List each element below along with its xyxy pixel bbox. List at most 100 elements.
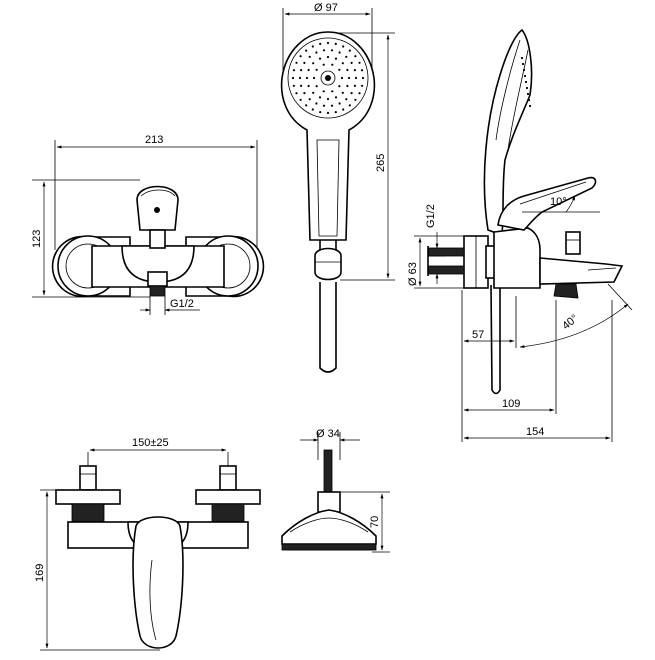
nozzle-dot bbox=[326, 111, 330, 115]
bottom-height-label: 169 bbox=[34, 564, 46, 582]
nozzle-dot bbox=[334, 57, 338, 60]
bottom-centers-label: 150±25 bbox=[132, 437, 169, 449]
side-depth-109-label: 109 bbox=[502, 398, 520, 410]
nozzle-dot bbox=[353, 69, 356, 72]
nozzle-dot bbox=[303, 92, 306, 95]
nozzle-dot bbox=[322, 49, 326, 52]
nozzle-dot bbox=[311, 108, 314, 111]
nozzle-dot bbox=[361, 69, 364, 72]
nozzle-dot bbox=[312, 91, 315, 94]
nozzle-dot bbox=[346, 68, 349, 72]
side-nozzle-dot bbox=[520, 56, 524, 60]
side-nozzle-dot bbox=[521, 62, 525, 66]
nozzle-dot bbox=[326, 97, 330, 101]
side-spray-face bbox=[520, 56, 532, 108]
nozzle-dot bbox=[348, 104, 351, 107]
shower-length-label: 265 bbox=[375, 154, 387, 172]
shower-diameter-label: Ø 97 bbox=[314, 2, 338, 14]
side-depth-57-label: 57 bbox=[472, 329, 484, 341]
nozzle-dot bbox=[305, 49, 308, 52]
side-thread-label: G1/2 bbox=[425, 204, 437, 228]
nozzle-dot bbox=[315, 102, 318, 105]
nozzle-dot bbox=[338, 51, 341, 54]
nozzle-dot bbox=[340, 76, 344, 80]
shower-side-diameter-label: Ø 34 bbox=[316, 428, 340, 440]
nozzle-dot bbox=[303, 61, 306, 64]
nozzle-dot bbox=[312, 76, 316, 80]
nozzle-dot bbox=[298, 76, 302, 80]
nozzle-dot bbox=[295, 61, 298, 64]
nozzle-dot bbox=[326, 41, 330, 45]
nozzle-dot bbox=[354, 55, 357, 58]
nozzle-dot bbox=[342, 108, 345, 111]
nozzle-dot bbox=[334, 42, 337, 46]
nozzle-dot bbox=[346, 84, 349, 88]
shower-side-height-label: 70 bbox=[369, 516, 381, 528]
hand-shower-side-view: Ø 34 70 bbox=[281, 428, 390, 553]
nozzle-dot bbox=[292, 69, 295, 72]
nozzle-dot bbox=[338, 85, 341, 88]
nozzle-dot bbox=[308, 98, 311, 101]
side-view: 10° G1/2 Ø 63 40° 57 109 154 bbox=[407, 28, 633, 442]
nozzle-dot bbox=[330, 49, 334, 52]
nozzle-dot bbox=[305, 76, 309, 80]
nozzle-dot bbox=[307, 84, 310, 88]
nozzle-dot bbox=[348, 49, 351, 52]
side-nozzle-dot bbox=[528, 104, 532, 108]
side-spout-angle-label: 40° bbox=[560, 312, 580, 332]
nozzle-dot bbox=[353, 84, 356, 87]
nozzle-dot bbox=[300, 84, 303, 87]
nozzle-dot bbox=[358, 61, 361, 64]
nozzle-dot bbox=[354, 98, 357, 101]
bottom-view: 150±25 169 bbox=[34, 437, 261, 651]
front-view: 213 123 G1/2 bbox=[31, 134, 265, 315]
side-nozzle-dot bbox=[527, 98, 531, 102]
nozzle-dot bbox=[347, 76, 351, 80]
nozzle-dot bbox=[350, 61, 353, 64]
hand-shower-front-view: Ø 97 265 bbox=[280, 2, 395, 373]
nozzle-dot bbox=[291, 76, 295, 80]
nozzle-dot bbox=[345, 98, 348, 101]
nozzle-dot bbox=[342, 45, 345, 48]
side-rosette-diameter-label: Ø 63 bbox=[407, 262, 419, 286]
nozzle-dot bbox=[331, 63, 334, 66]
nozzle-dot bbox=[341, 91, 344, 94]
front-thread-label: G1/2 bbox=[170, 298, 194, 310]
nozzle-dot bbox=[300, 69, 303, 72]
side-nozzle-dot bbox=[525, 86, 529, 90]
nozzle-dot bbox=[319, 111, 322, 114]
nozzle-dot bbox=[311, 45, 314, 48]
nozzle-dot bbox=[331, 90, 334, 93]
front-width-label: 213 bbox=[145, 134, 163, 146]
nozzle-dot bbox=[322, 104, 326, 107]
front-height-label: 123 bbox=[31, 230, 43, 248]
nozzle-dot bbox=[315, 68, 318, 71]
nozzle-dot bbox=[322, 63, 325, 66]
nozzle-dot bbox=[334, 111, 337, 114]
nozzle-dot bbox=[338, 102, 341, 105]
side-lever-angle-label: 10° bbox=[550, 196, 567, 208]
nozzle-dot bbox=[292, 84, 295, 87]
nozzle-dot bbox=[295, 92, 298, 95]
side-depth-154-label: 154 bbox=[526, 426, 544, 438]
nozzle-dot bbox=[319, 42, 322, 46]
side-nozzle-dot bbox=[523, 74, 527, 78]
side-nozzle-dot bbox=[524, 80, 528, 84]
nozzle-dot bbox=[299, 55, 302, 58]
nozzle-dot bbox=[318, 96, 322, 99]
nozzle-dot bbox=[354, 76, 358, 80]
spray-nozzle-dots bbox=[291, 41, 365, 115]
nozzle-dot bbox=[305, 104, 308, 107]
nozzle-dot bbox=[315, 85, 318, 88]
nozzle-dot bbox=[308, 55, 311, 58]
nozzle-dot bbox=[330, 104, 334, 107]
side-nozzle-dot bbox=[522, 68, 526, 72]
nozzle-dot bbox=[299, 98, 302, 101]
nozzle-dot bbox=[322, 90, 325, 93]
side-nozzle-dot bbox=[526, 92, 530, 96]
nozzle-dot bbox=[341, 62, 344, 65]
nozzle-dot bbox=[361, 76, 365, 80]
nozzle-dot bbox=[361, 84, 364, 87]
nozzle-dot bbox=[345, 55, 348, 58]
